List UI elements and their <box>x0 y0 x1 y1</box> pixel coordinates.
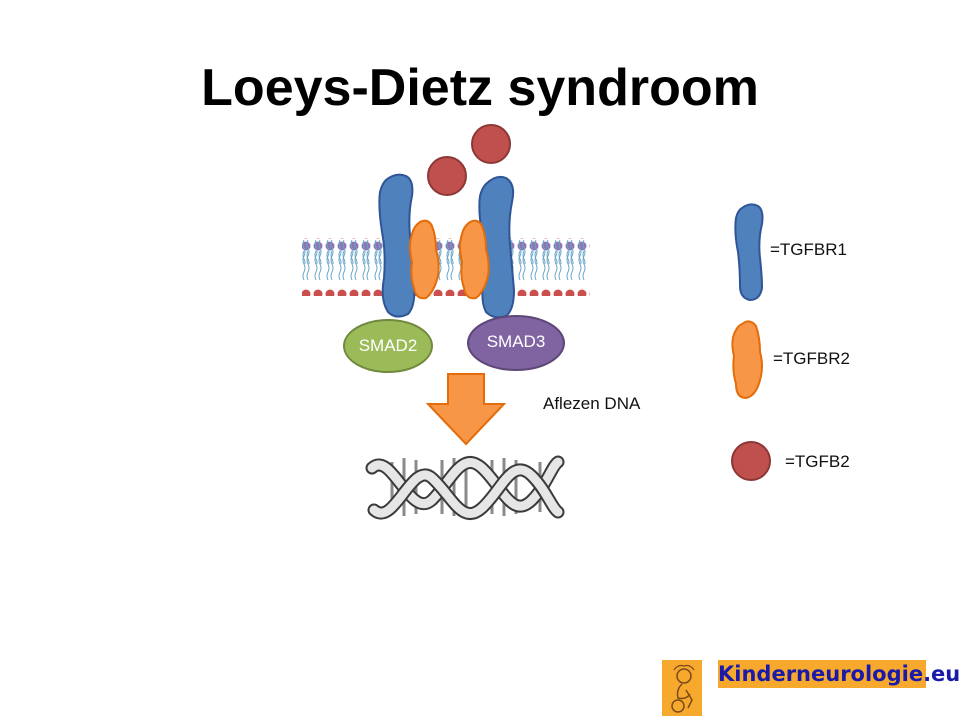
brand-badge[interactable]: Kinderneurologie.eu <box>718 660 960 688</box>
smad3-protein <box>467 315 565 371</box>
tgfbr2-receptor-right <box>459 219 490 300</box>
tgfb2-ligand <box>427 156 467 196</box>
legend-tgfbr2-symbol <box>731 320 763 400</box>
down-arrow <box>425 373 507 446</box>
legend-tgfbr1-symbol <box>734 203 764 302</box>
smad2-protein <box>343 319 433 373</box>
brand-logo-icon <box>662 660 702 716</box>
legend-tgfbr2-label: =TGFBR2 <box>773 349 850 368</box>
page-title: Loeys-Dietz syndroom <box>201 59 759 117</box>
legend-tgfb2-label: =TGFB2 <box>785 452 850 471</box>
tgfb2-ligand <box>471 124 511 164</box>
tgfbr1-receptor-left <box>378 173 416 318</box>
cell-membrane <box>302 224 590 296</box>
legend-tgfb2-symbol <box>731 441 771 481</box>
tgfbr2-receptor-left <box>409 219 440 300</box>
legend-tgfbr1-label: =TGFBR1 <box>770 240 847 259</box>
transcription-caption: Aflezen DNA <box>543 394 641 413</box>
dna-helix <box>365 455 565 520</box>
